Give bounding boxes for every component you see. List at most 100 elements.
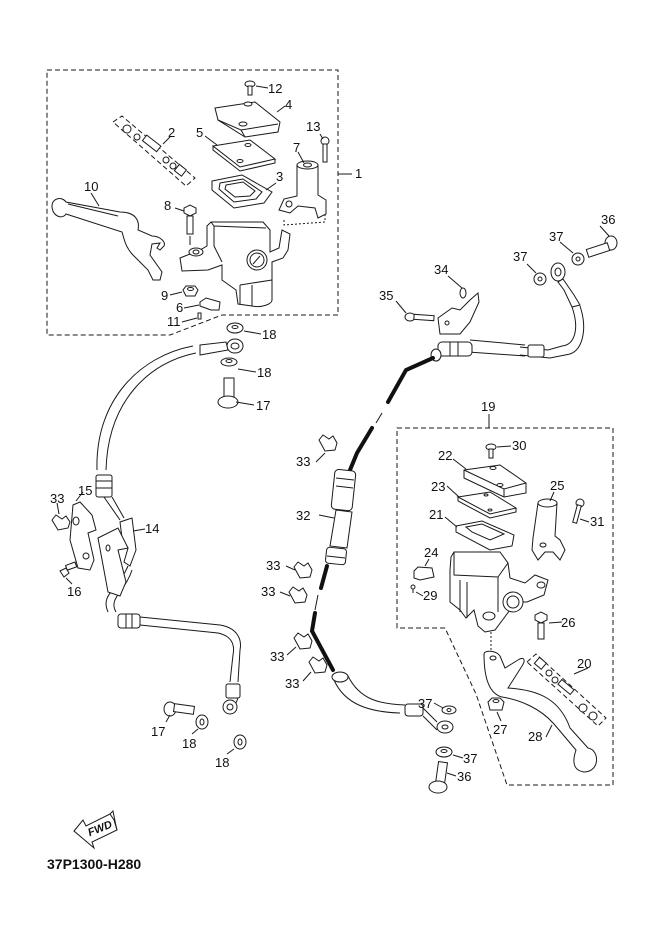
leader-21 [444,516,458,528]
leader-17-b [165,714,171,723]
washer-37-b [533,272,547,286]
washer-37-c [441,705,457,715]
screw-29 [410,584,416,593]
leader-3 [265,182,277,191]
washer-18-d [233,734,247,750]
leader-35 [395,300,407,314]
bracket-15 [69,501,97,571]
leader-24 [424,558,430,567]
brake-hose-32 [325,468,357,566]
brake-line-lower-b [309,611,335,672]
master-cylinder-body [179,221,291,307]
clamp-33-e [293,632,313,650]
leader-26 [548,621,563,624]
diagram-code: 37P1300-H280 [47,856,142,872]
leader-16 [65,577,73,585]
callout-18-d: 18 [215,755,229,770]
callout-25: 25 [550,478,564,493]
leader-33-a [56,502,60,515]
leader-25 [549,491,555,502]
callout-2: 2 [168,125,175,140]
pivot-bolt-26 [534,611,548,640]
leader-32 [318,514,335,519]
leader-28 [545,724,553,738]
leader-33-f [302,671,312,682]
callout-33-c: 33 [266,558,280,573]
leader-36-b [446,772,457,777]
callout-21: 21 [429,507,443,522]
brake-line-break-b [314,594,319,611]
callout-10: 10 [84,179,98,194]
screw-31 [572,498,585,524]
brake-line-upper-b [348,426,374,472]
master-cylinder-holder-7 [278,160,327,219]
leader-33-e [286,646,297,656]
leader-23 [446,485,460,498]
assembly-line-7 [283,215,326,226]
screw-12 [244,80,256,96]
callout-33-a: 33 [50,491,64,506]
screw-13 [320,136,330,163]
callout-14: 14 [145,521,159,536]
union-bolt-36-a [585,235,618,258]
callout-24: 24 [424,545,438,560]
washer-18-c [195,714,209,730]
leader-18-a [243,330,262,335]
screw-11 [197,312,202,320]
nut-9 [182,285,199,297]
leader-9 [169,291,183,296]
brake-lever-10 [51,198,165,281]
callout-7: 7 [293,140,300,155]
callout-32: 32 [296,508,310,523]
leader-8 [174,207,185,212]
callout-13: 13 [306,119,320,134]
leader-33-d [279,591,291,597]
reservoir-cap-4 [214,101,281,138]
brake-hose-14 [95,338,244,715]
washer-37-a [571,252,585,266]
diaphragm-21 [455,520,515,551]
leader-11 [181,317,198,323]
callout-17-b: 17 [151,724,165,739]
leader-34 [447,275,463,289]
callout-33-b: 33 [296,454,310,469]
leader-37-a [559,241,574,254]
diaphragm-holder-23 [456,491,518,519]
washer-18-a [226,322,244,334]
callout-31: 31 [590,514,604,529]
leader-7 [297,151,305,164]
callout-20: 20 [577,656,591,671]
nut-27 [487,697,505,711]
callout-37-c: 37 [418,696,432,711]
leader-10 [90,192,100,207]
callout-1: 1 [355,166,362,181]
callout-36-b: 36 [457,769,471,784]
clamp-33-b [318,434,338,452]
callout-16: 16 [67,584,81,599]
brake-line-break-a [375,412,383,424]
pivot-bolt-8 [183,204,197,245]
callout-18-a: 18 [262,327,276,342]
union-bolt-17-a [217,377,239,409]
callout-36-a: 36 [601,212,615,227]
group-19-boundary [396,427,614,786]
callout-18-c: 18 [182,736,196,751]
callout-5: 5 [196,125,203,140]
leader-18-b [237,368,257,373]
leader-37-b [526,263,537,274]
leader-15 [75,491,84,502]
brake-line-upper-a [386,356,435,404]
master-cylinder-body-right [449,551,549,633]
callout-34: 34 [434,262,448,277]
washer-18-b [220,357,238,367]
forward-direction-arrow: FWD [73,809,118,850]
diaphragm-holder-5 [211,139,277,172]
leader-33-c [285,565,296,571]
leader-31 [579,518,590,523]
leader-29 [415,591,424,597]
leader-4 [276,105,286,113]
bracket-34 [437,287,480,335]
callout-28: 28 [528,729,542,744]
bracket-14 [97,527,129,597]
